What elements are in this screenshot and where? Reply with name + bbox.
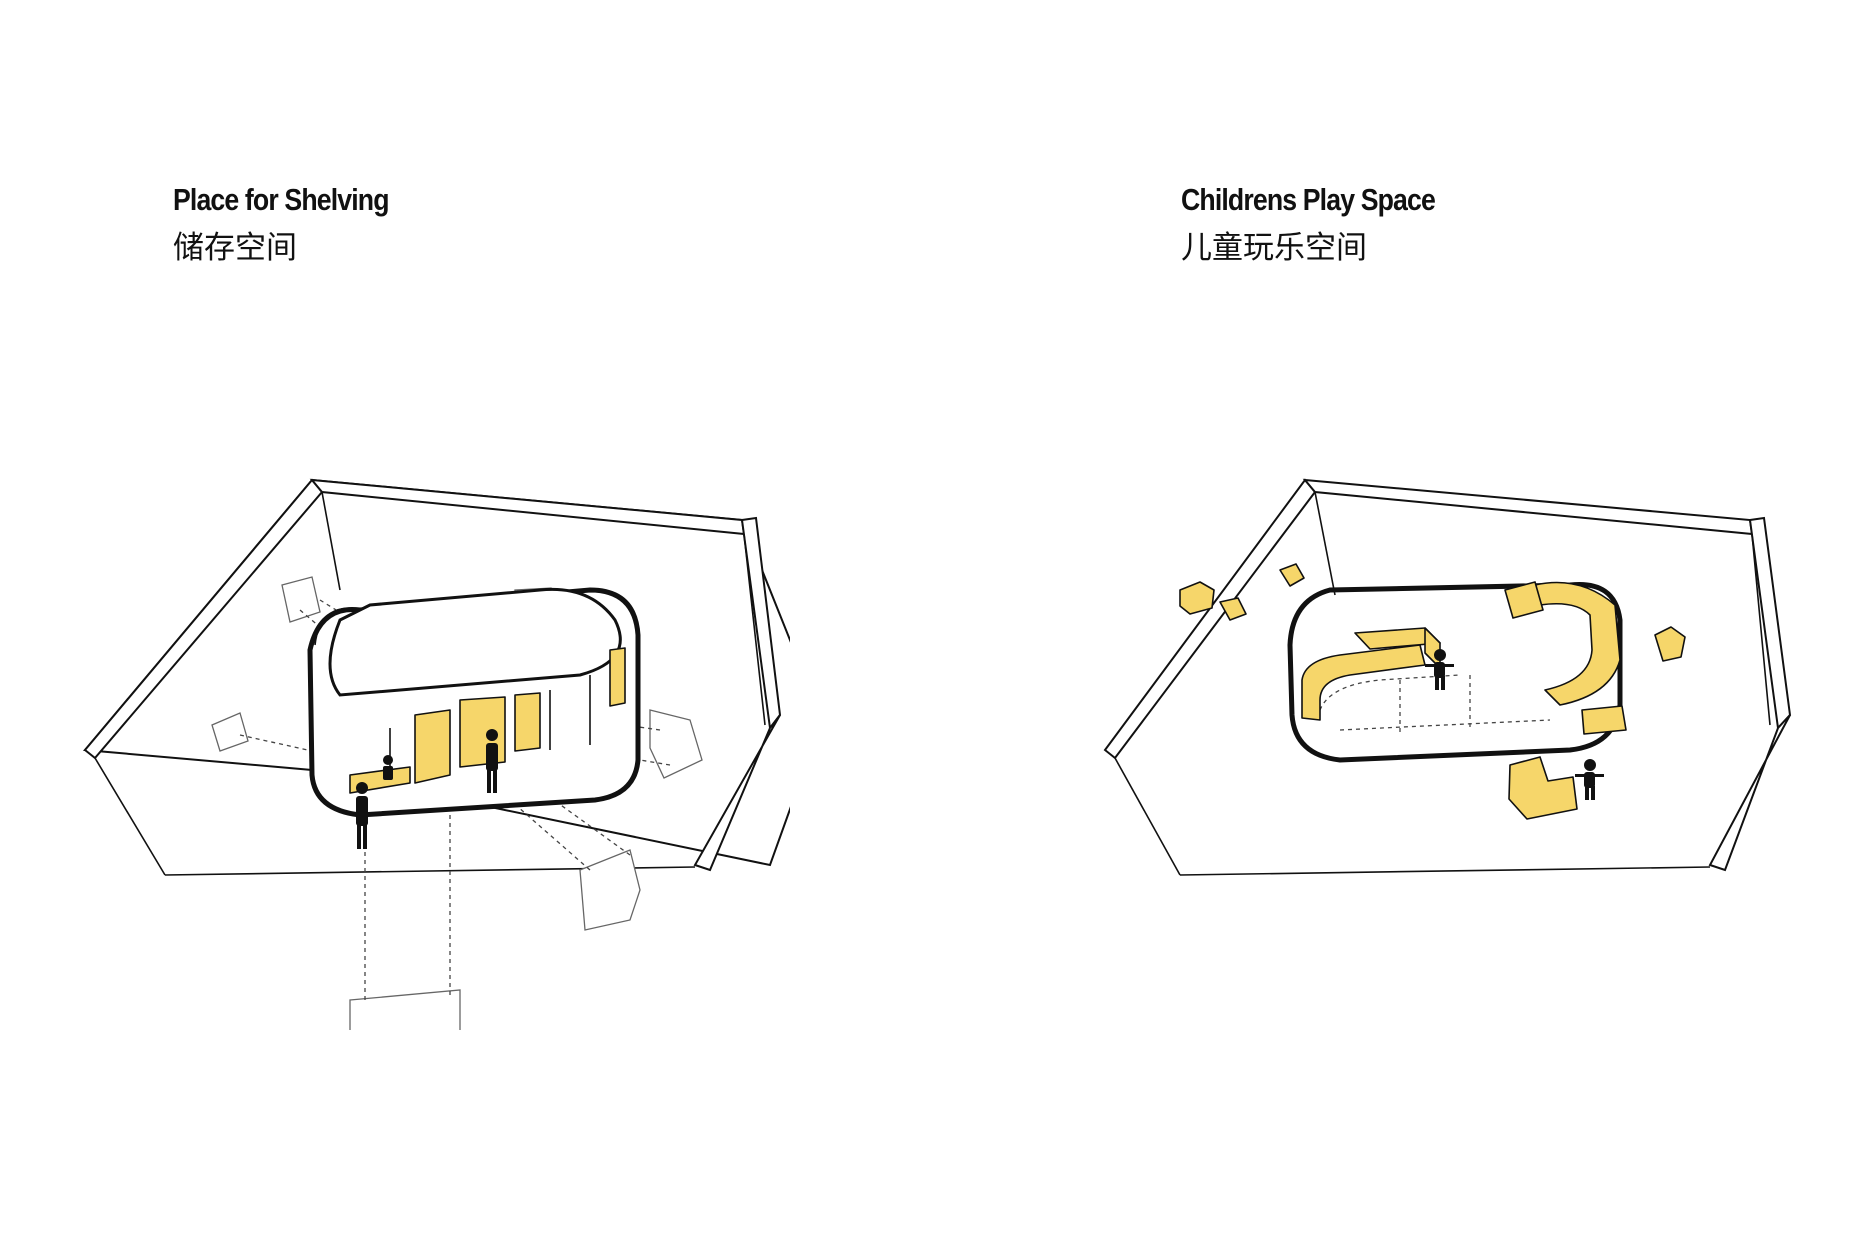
person-adult-left	[356, 782, 368, 849]
shelving-subtitle: 储存空间	[173, 230, 297, 266]
room-walls	[1103, 478, 1792, 876]
block-step-seat	[1508, 756, 1578, 820]
child-running	[1575, 759, 1604, 800]
play-space-title: Childrens Play Space	[1181, 182, 1436, 217]
central-pod	[1287, 581, 1623, 763]
shelving-caption: Place for Shelving 储存空间	[173, 182, 424, 267]
block-1	[1179, 581, 1215, 615]
child-on-bench	[1425, 649, 1454, 690]
people	[356, 729, 498, 849]
children	[1425, 649, 1604, 800]
play-space-caption: Childrens Play Space 儿童玩乐空间	[1181, 182, 1476, 267]
person-child-seated	[383, 755, 393, 780]
play-space-diagram	[1103, 478, 1792, 876]
shelving-diagram	[82, 478, 790, 1030]
block-4	[1654, 626, 1686, 662]
shelving-title: Place for Shelving	[173, 182, 390, 217]
play-space-subtitle: 儿童玩乐空间	[1181, 230, 1367, 266]
person-adult-right	[486, 729, 498, 793]
central-pod	[307, 587, 641, 818]
block-5	[1581, 705, 1627, 735]
block-3	[1279, 563, 1305, 587]
room-walls	[82, 478, 790, 876]
ghost-shelf-modules	[211, 576, 703, 1030]
play-blocks	[1179, 563, 1686, 820]
block-2	[1219, 597, 1247, 621]
